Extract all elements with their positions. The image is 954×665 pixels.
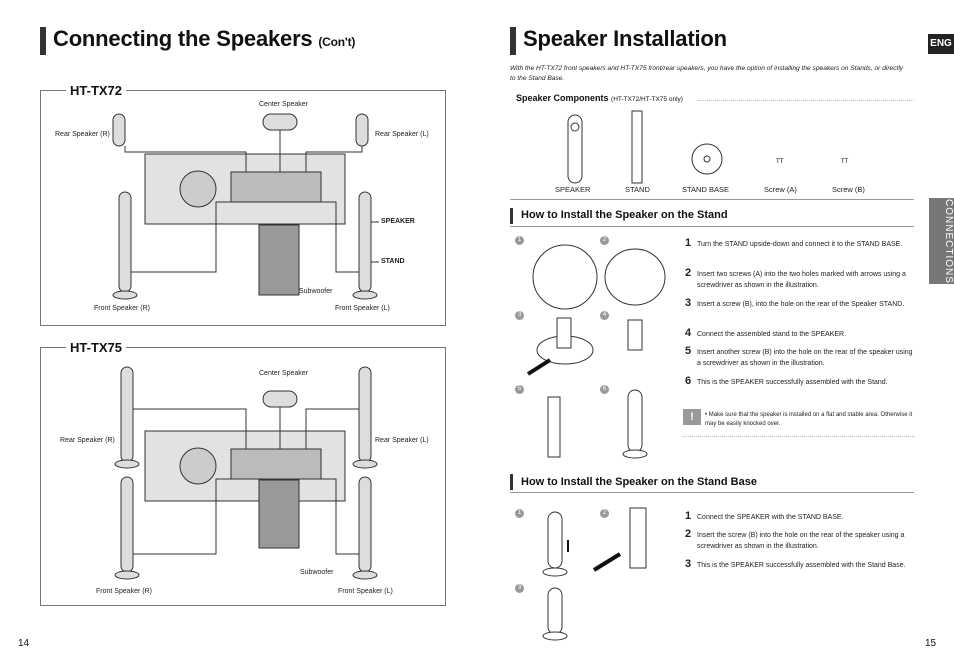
tx72-stand-tag: STAND: [381, 258, 405, 265]
component-screw-a: Screw (A): [764, 185, 797, 194]
components-illustration: TT TT: [567, 110, 849, 184]
tx75-front-right-label: Front Speaker (R): [96, 588, 153, 595]
base-section-heading: How to Install the Speaker on the Stand …: [521, 476, 757, 488]
note-icon: !: [683, 409, 701, 425]
tx72-front-right-label: Front Speaker (R): [94, 305, 151, 312]
tx72-center-label: Center Speaker: [259, 101, 309, 108]
tx75-model-label: HT-TX75: [66, 340, 127, 355]
title-bar: [40, 27, 46, 55]
base-step-marker-1: 1: [515, 509, 524, 518]
tx75-subwoofer-label: Subwoofer: [300, 569, 334, 576]
components-box: [510, 92, 914, 200]
title-bar: [510, 27, 516, 55]
tx75-rear-right-label: Rear Speaker (R): [60, 437, 115, 444]
tx75-diagram-frame: [40, 347, 446, 606]
svg-text:TT: TT: [776, 159, 784, 165]
tx72-subwoofer-label: Subwoofer: [299, 288, 333, 295]
tx72-rear-left-label: Rear Speaker (L): [375, 131, 429, 138]
tx72-speaker-tag: SPEAKER: [381, 218, 415, 225]
tx72-rear-right-label: Rear Speaker (R): [55, 131, 110, 138]
component-speaker: SPEAKER: [555, 185, 591, 194]
stand-steps-illustration: [526, 244, 666, 459]
base-section-rule: [510, 492, 914, 493]
component-screw-b: Screw (B): [832, 185, 865, 194]
base-step-marker-3: 3: [515, 584, 524, 593]
connections-side-tab: CONNECTIONS: [929, 198, 954, 284]
step-marker-1: 1: [515, 236, 524, 245]
note-rule: [683, 436, 915, 437]
base-steps-illustration: [542, 507, 647, 641]
tx72-front-left-label: Front Speaker (L): [335, 305, 390, 312]
stand-section-rule: [510, 226, 914, 227]
tx75-wiring-diagram: [114, 366, 378, 580]
base-section-bar: [510, 474, 513, 490]
step-marker-3: 3: [515, 311, 524, 320]
base-step-marker-2: 2: [600, 509, 609, 518]
component-stand: STAND: [625, 185, 650, 194]
note-text: • Make sure that the speaker is installe…: [705, 412, 913, 427]
lang-tab: ENG: [928, 34, 954, 54]
tx75-center-label: Center Speaker: [259, 370, 309, 377]
left-page-title: Connecting the Speakers (Con't): [53, 26, 356, 51]
page-number-right: 15: [925, 638, 937, 649]
step-marker-5: 5: [515, 385, 524, 394]
tx72-diagram-frame: [40, 90, 446, 326]
svg-text:TT: TT: [841, 159, 849, 165]
stand-section-heading: How to Install the Speaker on the Stand: [521, 209, 728, 221]
tx75-front-left-label: Front Speaker (L): [338, 588, 393, 595]
step-marker-2: 2: [600, 236, 609, 245]
components-heading: Speaker Components (HT-TX72/HT-TX75 only…: [516, 93, 683, 103]
tx75-rear-left-label: Rear Speaker (L): [375, 437, 429, 444]
step-marker-6: 6: [600, 385, 609, 394]
tx72-model-label: HT-TX72: [66, 83, 127, 98]
intro-text: With the HT-TX72 front speakers and HT-T…: [510, 65, 904, 82]
tx72-wiring-diagram: [112, 113, 379, 300]
page-number-left: 14: [18, 638, 30, 649]
stand-section-bar: [510, 208, 513, 224]
component-stand-base: STAND BASE: [682, 185, 729, 194]
components-heading-rule: [698, 100, 914, 101]
right-page-title: Speaker Installation: [523, 26, 727, 51]
step-marker-4: 4: [600, 311, 609, 320]
